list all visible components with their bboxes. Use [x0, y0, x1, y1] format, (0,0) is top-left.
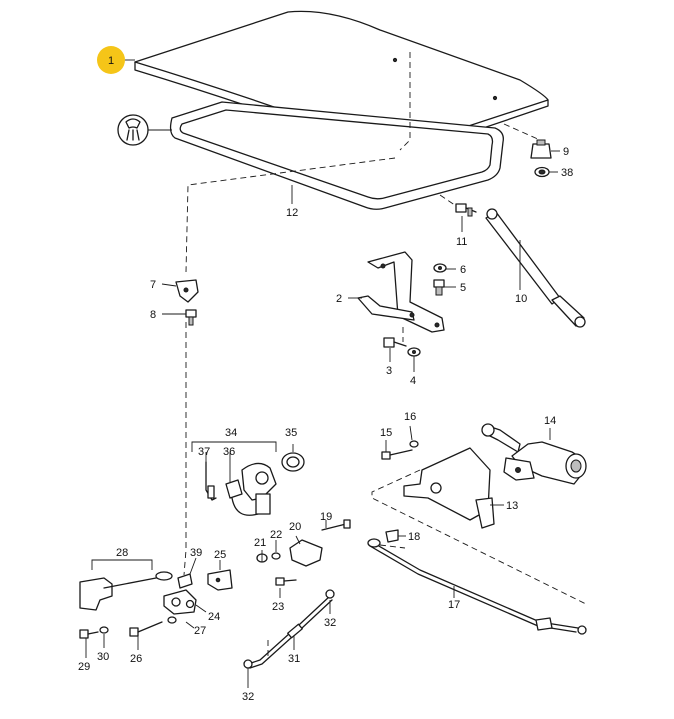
release-cable-17[interactable] — [367, 538, 587, 635]
lock-cylinder-36[interactable] — [225, 462, 277, 516]
end-fitting-32a[interactable] — [325, 589, 335, 599]
seal-frame[interactable] — [169, 101, 504, 210]
callout-16: 16 — [404, 411, 416, 423]
callout-1-label: 1 — [108, 55, 114, 67]
bolt-26[interactable] — [129, 621, 163, 637]
callout-32a: 32 — [324, 617, 336, 629]
nut-6[interactable] — [433, 263, 447, 273]
callout-27: 27 — [194, 625, 206, 637]
sealant-icon — [117, 114, 149, 146]
leader-lines — [85, 59, 560, 688]
callout-35: 35 — [285, 427, 297, 439]
callout-25: 25 — [214, 549, 226, 561]
motor-14[interactable] — [481, 423, 587, 485]
callout-14: 14 — [544, 415, 556, 427]
cable-37[interactable] — [205, 461, 217, 501]
washer-22[interactable] — [271, 552, 281, 560]
callout-4: 4 — [410, 375, 416, 387]
callout-6: 6 — [460, 264, 466, 276]
callout-22: 22 — [270, 529, 282, 541]
callout-10: 10 — [515, 293, 527, 305]
callout-1[interactable]: 1 — [97, 46, 125, 74]
latch-rod-28[interactable] — [79, 571, 173, 611]
screw-8[interactable] — [185, 309, 197, 326]
washer-30[interactable] — [99, 626, 109, 634]
callout-39: 39 — [190, 547, 202, 559]
callout-30: 30 — [97, 651, 109, 663]
callout-13: 13 — [506, 500, 518, 512]
screw-29[interactable] — [79, 629, 99, 639]
callout-11: 11 — [456, 236, 467, 248]
bracket-20[interactable] — [289, 539, 323, 567]
end-fitting-32b[interactable] — [243, 659, 253, 669]
bolt-5[interactable] — [433, 279, 445, 296]
bolt-3[interactable] — [383, 337, 407, 348]
callout-29: 29 — [78, 661, 90, 673]
callout-23: 23 — [272, 601, 284, 613]
callout-labels: 9 38 11 12 10 6 5 2 3 4 7 8 34 35 37 36 … — [78, 146, 573, 703]
callout-26: 26 — [130, 653, 142, 665]
callout-32b: 32 — [242, 691, 254, 703]
callout-8: 8 — [150, 309, 156, 321]
washer-16[interactable] — [409, 440, 419, 448]
bracket-34-group — [191, 441, 277, 452]
cable-31[interactable] — [247, 595, 333, 669]
callout-37: 37 — [198, 446, 210, 458]
screw-19[interactable] — [321, 519, 351, 531]
callout-38: 38 — [561, 167, 573, 179]
nut-38[interactable] — [534, 166, 550, 178]
callout-15: 15 — [380, 427, 392, 439]
callout-3: 3 — [386, 365, 392, 377]
callout-21: 21 — [254, 537, 266, 549]
callout-5: 5 — [460, 282, 466, 294]
screw-23[interactable] — [275, 577, 297, 586]
callout-20: 20 — [289, 521, 301, 533]
callout-2: 2 — [336, 293, 342, 305]
rod-28-bracket — [91, 559, 153, 570]
bracket-7[interactable] — [175, 279, 199, 303]
washer-4[interactable] — [407, 347, 421, 357]
buffer-9[interactable] — [530, 139, 552, 159]
callout-19: 19 — [320, 511, 332, 523]
bracket-25[interactable] — [207, 569, 233, 591]
hinge-2[interactable] — [357, 251, 445, 333]
callout-12: 12 — [286, 207, 298, 219]
bracket-13[interactable] — [403, 447, 495, 529]
callout-17: 17 — [448, 599, 460, 611]
callout-31: 31 — [288, 653, 300, 665]
bolt-11[interactable] — [455, 203, 477, 217]
callout-18: 18 — [408, 531, 420, 543]
callout-24: 24 — [208, 611, 220, 623]
callout-28: 28 — [116, 547, 128, 559]
gas-strut-10[interactable] — [485, 208, 586, 328]
callout-34: 34 — [225, 427, 237, 439]
lock-24[interactable] — [163, 589, 197, 615]
clip-39[interactable] — [177, 573, 193, 589]
clip-18[interactable] — [385, 529, 399, 543]
callout-36: 36 — [223, 446, 235, 458]
screw-15[interactable] — [381, 449, 413, 460]
callout-7: 7 — [150, 279, 156, 291]
callout-9: 9 — [563, 146, 569, 158]
ring-35[interactable] — [281, 452, 305, 472]
washer-27[interactable] — [167, 616, 177, 624]
